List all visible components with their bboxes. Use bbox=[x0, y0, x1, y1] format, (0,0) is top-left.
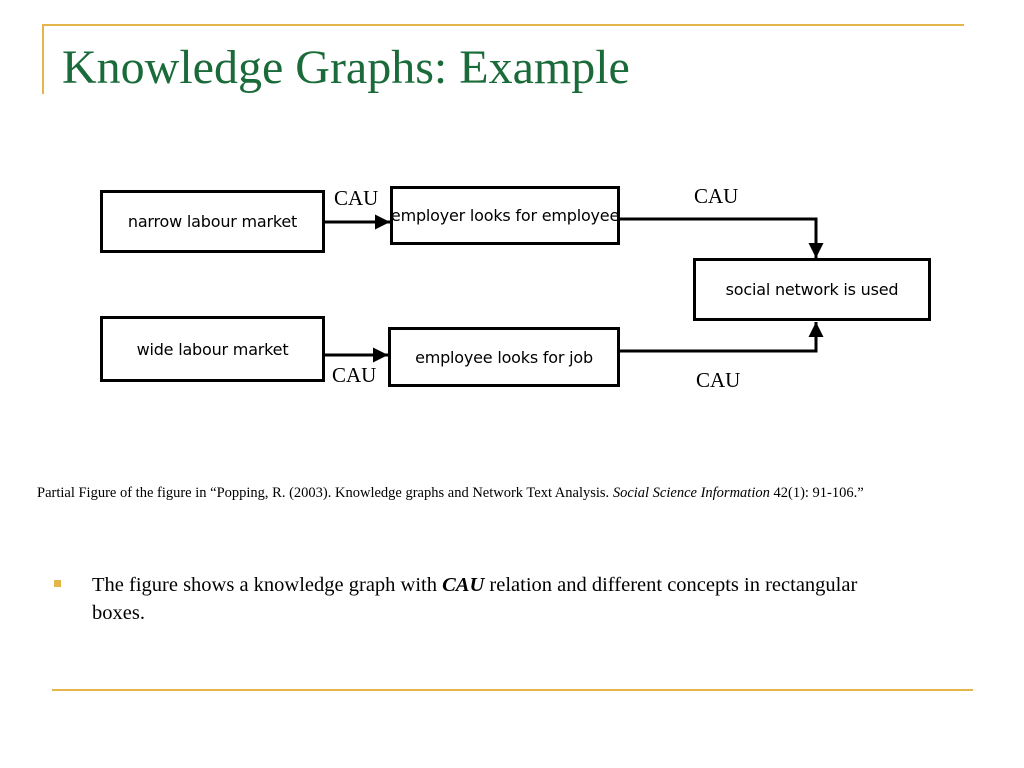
edge-layer bbox=[323, 214, 824, 363]
bullet-emphasis: CAU bbox=[442, 574, 485, 596]
knowledge-graph-diagram: narrow labour market employer looks for … bbox=[90, 170, 950, 405]
slide-title: Knowledge Graphs: Example bbox=[62, 41, 630, 94]
node-employee-looks-for-job: employee looks for job bbox=[388, 327, 620, 387]
edge-label-narrow-employer: CAU bbox=[334, 186, 379, 210]
node-wide-labour-market: wide labour market bbox=[100, 316, 325, 382]
figure-caption: Partial Figure of the figure in “Popping… bbox=[37, 484, 967, 503]
caption-prefix: Partial Figure of the figure in “Popping… bbox=[37, 485, 613, 501]
caption-journal: Social Science Information bbox=[612, 485, 770, 501]
bullet-text-after: relation and different concepts in recta… bbox=[92, 574, 858, 624]
left-rule bbox=[42, 24, 44, 94]
bullet-text-before: The figure shows a knowledge graph with bbox=[92, 574, 443, 596]
edge-label-employer-social: CAU bbox=[694, 184, 739, 208]
square-bullet-icon bbox=[54, 580, 61, 587]
edge-label-wide-employee: CAU bbox=[332, 363, 377, 387]
edge-employer-social bbox=[618, 217, 824, 258]
edge-employee-social bbox=[618, 322, 824, 353]
bullet-text: The figure shows a knowledge graph with … bbox=[92, 571, 912, 627]
top-rule bbox=[42, 24, 964, 26]
node-social-network-is-used: social network is used bbox=[693, 258, 931, 321]
node-employer-looks-for-employee: employer looks for employee bbox=[390, 186, 620, 245]
caption-suffix: 42(1): 91-106.” bbox=[769, 485, 864, 501]
edge-label-employee-social: CAU bbox=[696, 368, 741, 392]
node-narrow-labour-market: narrow labour market bbox=[100, 190, 325, 253]
bottom-rule bbox=[52, 689, 973, 691]
